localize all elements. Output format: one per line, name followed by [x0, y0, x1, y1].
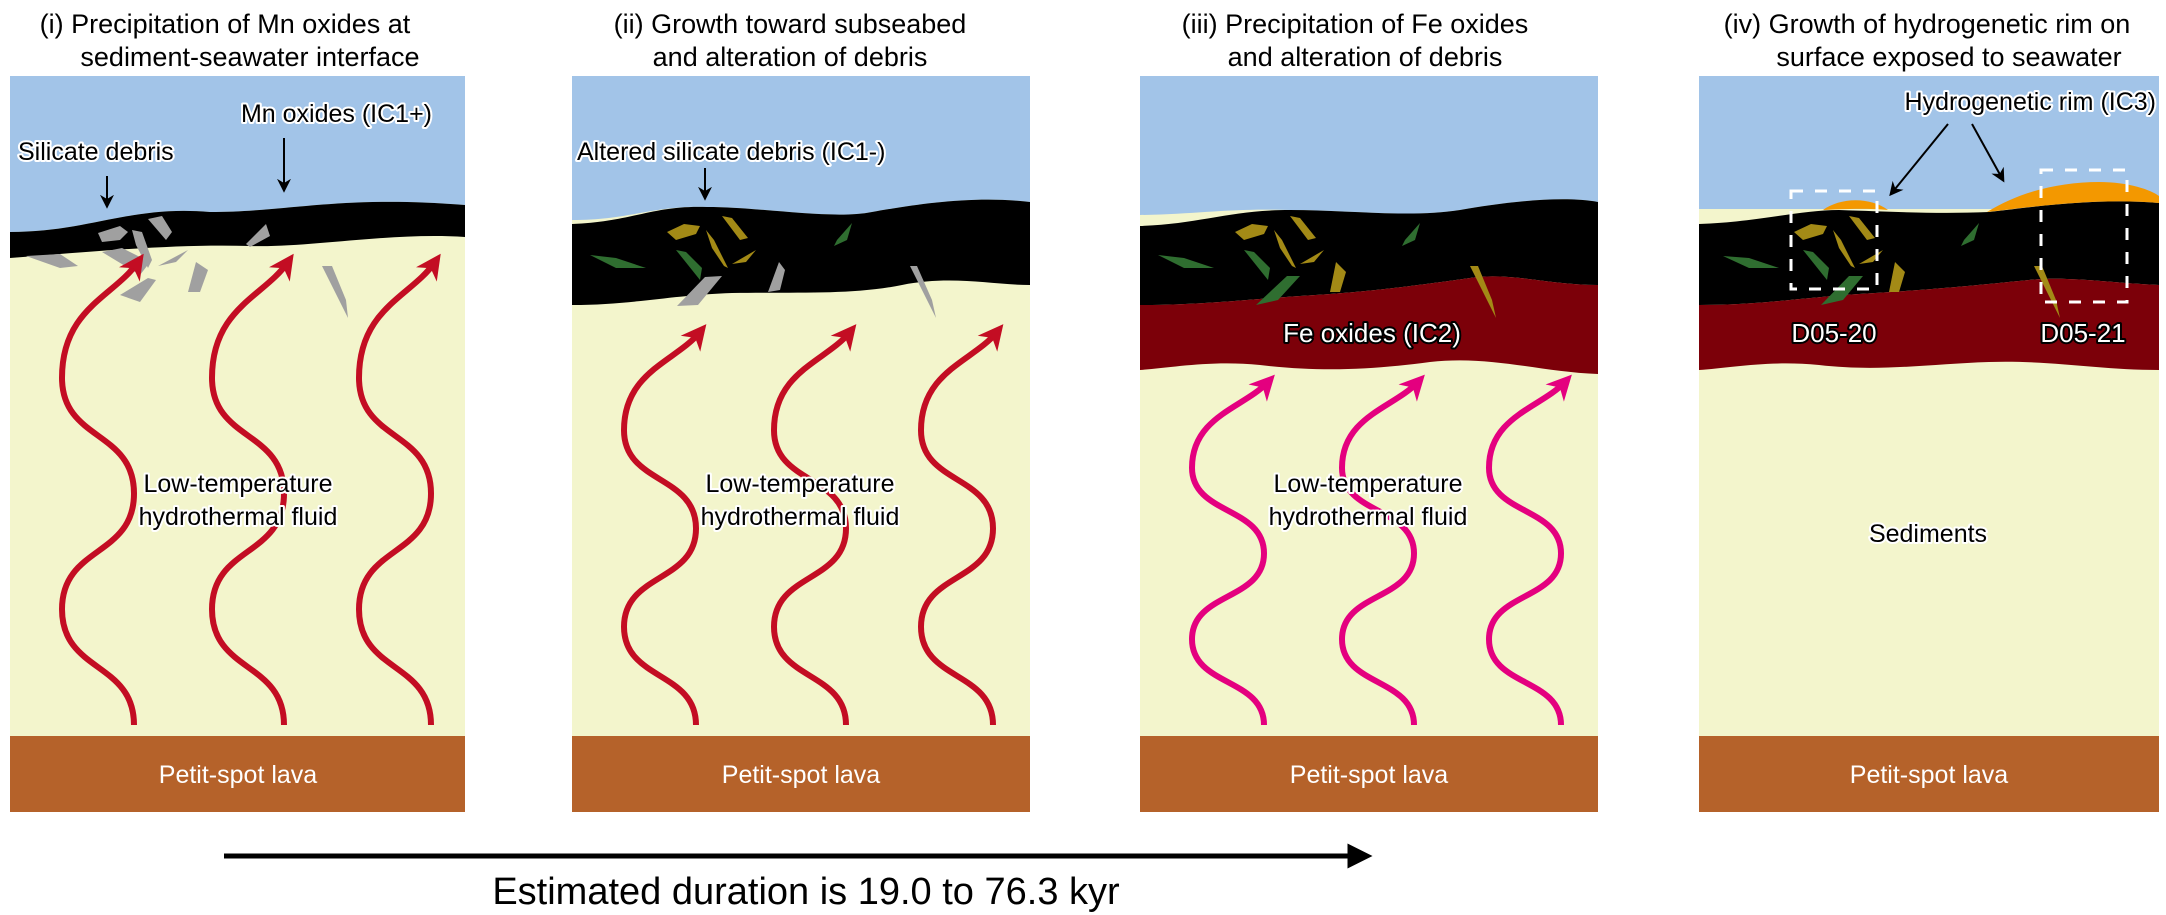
panel-title-line1: (iv) Growth of hydrogenetic rim on	[1724, 9, 2131, 39]
petit-spot-lava	[10, 736, 465, 812]
fluid-arrow-icon	[770, 324, 857, 726]
altered-debris	[1158, 216, 1496, 318]
fluid-arrows	[620, 324, 1004, 726]
fluid-arrow-icon	[1338, 374, 1425, 726]
altered-debris	[590, 216, 936, 318]
lava-label: Petit-spot lava	[722, 761, 881, 789]
panel-title-line1: (ii) Growth toward subseabed	[614, 9, 967, 39]
panel-ii: (ii) Growth toward subseabed and alterat…	[572, 9, 1030, 812]
fluid-arrows	[58, 253, 441, 726]
fluid-arrow-icon	[917, 324, 1004, 726]
fluid-label-line2: hydrothermal fluid	[139, 503, 338, 531]
sample-box-d05-20	[1789, 189, 1879, 291]
hydrogenetic-rim	[1823, 200, 1888, 210]
mn-oxides-label: Mn oxides (IC1+)	[241, 100, 432, 128]
sediments-label: Sediments	[1869, 520, 1987, 548]
mn-oxide-layer	[10, 201, 465, 258]
fluid-label-line1: Low-temperature	[144, 470, 333, 498]
panel-title-line1: (i) Precipitation of Mn oxides at	[40, 9, 411, 39]
fe-oxide-layer	[1699, 278, 2159, 370]
fe-oxides-label: Fe oxides (IC2)	[1283, 318, 1461, 348]
fluid-arrow-icon	[208, 253, 294, 726]
fluid-arrow-icon	[355, 253, 441, 726]
fe-oxide-layer	[1140, 276, 1598, 374]
fluid-label-line2: hydrothermal fluid	[701, 503, 900, 531]
arrow-icon	[1971, 123, 2005, 183]
arrow-icon	[1889, 123, 1949, 197]
panel-title-line2: sediment-seawater interface	[80, 42, 419, 72]
panel-title-line2: surface exposed to seawater	[1776, 42, 2121, 72]
seawater	[572, 76, 1030, 220]
altered-debris-label: Altered silicate debris (IC1-)	[577, 138, 885, 166]
panel-title-line2: and alteration of debris	[1228, 42, 1503, 72]
fluid-label-line1: Low-temperature	[1274, 470, 1463, 498]
lava-label: Petit-spot lava	[1290, 761, 1449, 789]
panel-title-line2: and alteration of debris	[653, 42, 928, 72]
sample-label-d05-20: D05-20	[1791, 318, 1876, 348]
petit-spot-lava	[1140, 736, 1598, 812]
lava-label: Petit-spot lava	[1850, 761, 2009, 789]
petit-spot-lava	[572, 736, 1030, 812]
petit-spot-lava	[1699, 736, 2159, 812]
seawater	[10, 76, 465, 232]
sample-box-d05-21	[2039, 168, 2129, 304]
fluid-arrow-icon	[620, 324, 707, 726]
duration-label: Estimated duration is 19.0 to 76.3 kyr	[492, 871, 1120, 913]
fluid-label-line2: hydrothermal fluid	[1269, 503, 1468, 531]
panel-i: (i) Precipitation of Mn oxides at sedime…	[10, 9, 465, 812]
fluid-arrow-icon	[58, 253, 144, 726]
lava-label: Petit-spot lava	[159, 761, 318, 789]
hydrogenetic-rim	[1987, 182, 2159, 212]
panel-title-line1: (iii) Precipitation of Fe oxides	[1182, 9, 1529, 39]
seawater	[1699, 76, 2159, 209]
panel-iii: (iii) Precipitation of Fe oxides and alt…	[1140, 9, 1598, 812]
hydrogenetic-rim-label: Hydrogenetic rim (IC3)	[1905, 88, 2156, 116]
sample-label-d05-21: D05-21	[2040, 318, 2125, 348]
fluid-arrow-icon	[1188, 374, 1275, 726]
fluid-label-line1: Low-temperature	[706, 470, 895, 498]
panel-iv: (iv) Growth of hydrogenetic rim on surfa…	[1699, 9, 2159, 812]
silicate-debris-label: Silicate debris	[18, 138, 174, 166]
seawater	[1140, 76, 1598, 215]
fluid-arrows	[1188, 374, 1572, 726]
fluid-arrow-icon	[1485, 374, 1572, 726]
